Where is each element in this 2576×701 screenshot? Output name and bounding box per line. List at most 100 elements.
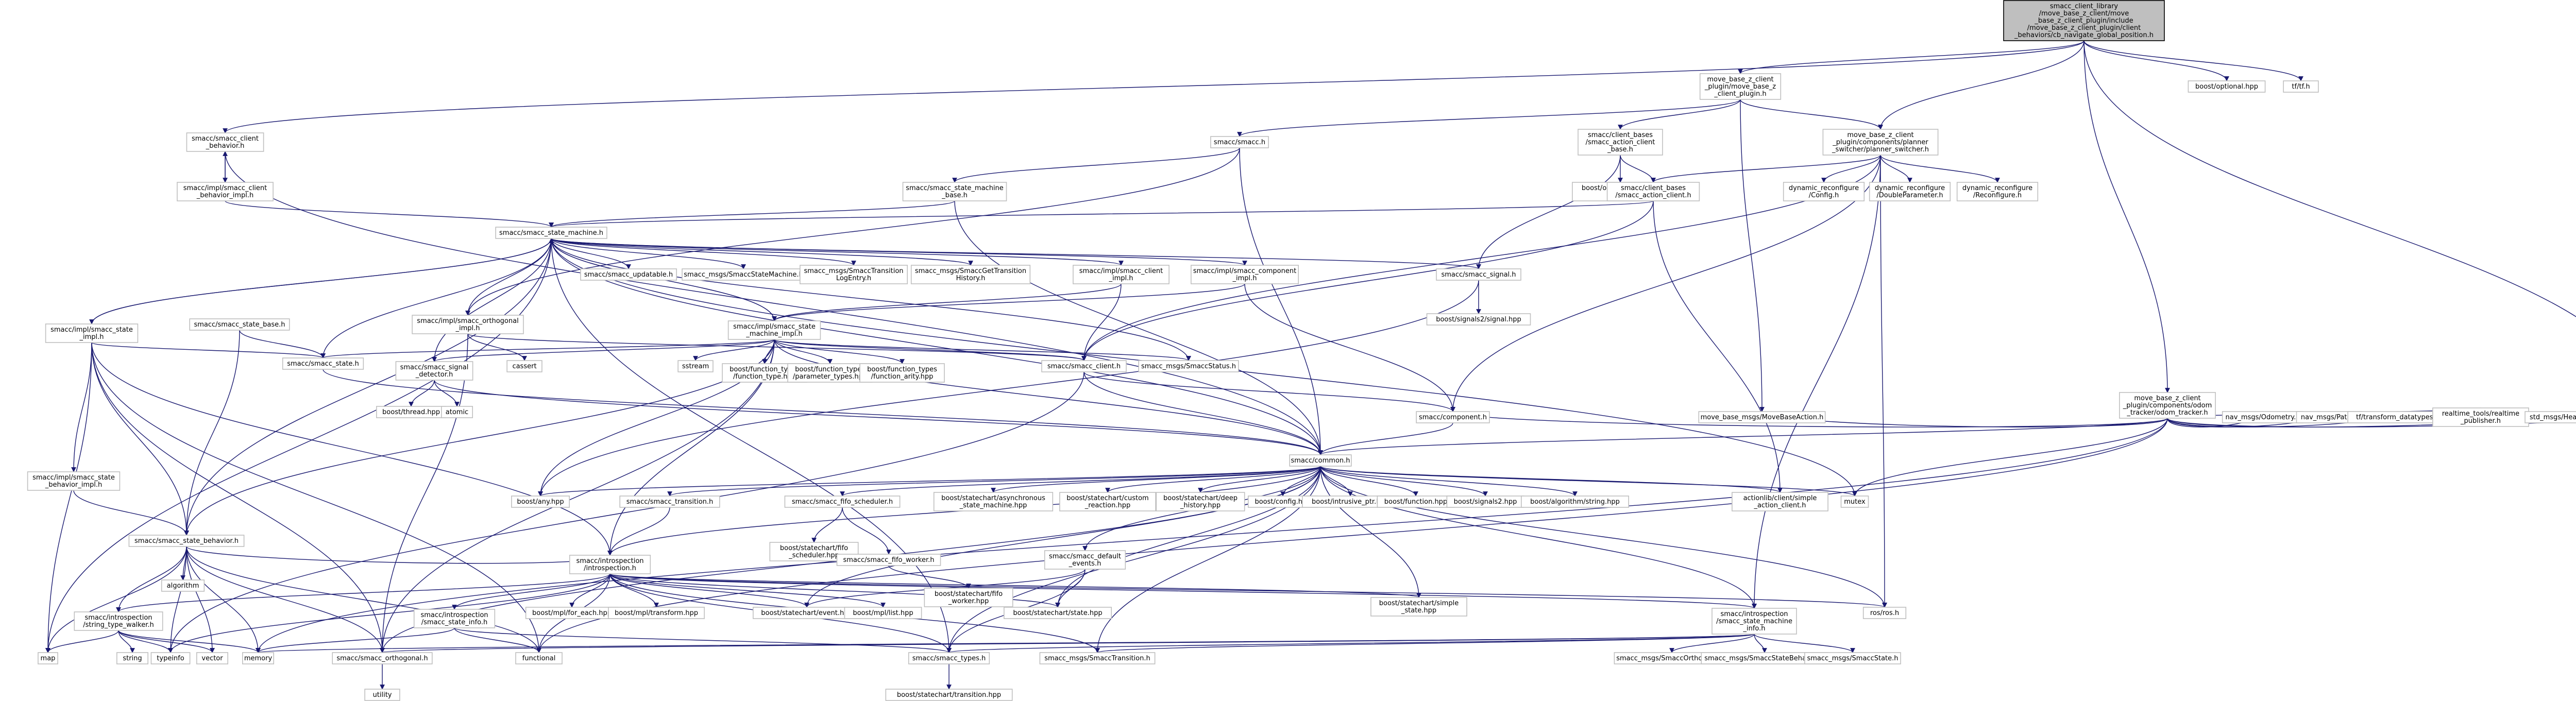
dependency-edges (45, 40, 2576, 690)
node-smacc_h[interactable]: smacc/smacc.h (1210, 136, 1269, 148)
node-client_behavior_impl[interactable]: smacc/impl/smacc_client_behavior_impl.h (177, 182, 274, 201)
node-std_header[interactable]: std_msgs/Header.h (2524, 411, 2576, 423)
node-map[interactable]: map (38, 652, 58, 664)
node-vector[interactable]: vector (196, 652, 228, 664)
node-string[interactable]: string (116, 652, 149, 664)
node-label-line: /function_type.hpp (733, 373, 796, 381)
node-mutex[interactable]: mutex (1840, 495, 1869, 508)
node-mpl_for_each[interactable]: boost/mpl/for_each.hpp (525, 607, 619, 619)
node-functional[interactable]: functional (515, 652, 563, 664)
edge-sm_impl-to-msgs_status (774, 339, 1191, 361)
node-async_sm[interactable]: boost/statechart/asynchronous_state_mach… (933, 492, 1054, 511)
node-state_impl[interactable]: smacc/impl/smacc_state_impl.h (45, 323, 139, 343)
node-simple_action_client[interactable]: actionlib/client/simple_action_client.h (1732, 492, 1828, 511)
node-signals2_signal[interactable]: boost/signals2/signal.hpp (1426, 313, 1531, 326)
node-algorithm[interactable]: algorithm (161, 579, 205, 592)
node-tf[interactable]: tf/tf.h (2283, 80, 2319, 93)
node-ft_param[interactable]: boost/function_types/parameter_types.hpp (787, 363, 873, 383)
node-smacc_state_h[interactable]: smacc/smacc_state.h (282, 357, 364, 370)
node-action_client_h[interactable]: smacc/client_bases/smacc_action_client.h (1606, 182, 1700, 201)
node-mpl_list[interactable]: boost/mpl/list.hpp (844, 607, 922, 619)
node-smacc_client_behavior[interactable]: smacc/smacc_client_behavior.h (186, 132, 264, 152)
node-memory[interactable]: memory (242, 652, 274, 664)
node-smacc_types[interactable]: smacc/smacc_types.h (908, 652, 990, 664)
node-label-line: smacc/smacc_fifo_scheduler.h (792, 498, 893, 506)
node-boost_any[interactable]: boost/any.hpp (511, 495, 570, 508)
node-atomic[interactable]: atomic (440, 406, 473, 418)
node-smacc_transition[interactable]: smacc/smacc_transition.h (619, 495, 720, 508)
node-algo_string[interactable]: boost/algorithm/string.hpp (1521, 495, 1630, 508)
node-sc_simple_state[interactable]: boost/statechart/simple_state.hpp (1370, 597, 1467, 617)
node-state_machine_base[interactable]: smacc/smacc_state_machine_base.h (902, 182, 1007, 201)
node-msgs_status[interactable]: smacc_msgs/SmaccStatus.h (1138, 360, 1239, 372)
node-signal_detector[interactable]: smacc/smacc_signal_detector.h (395, 361, 473, 381)
node-rt_pub[interactable]: realtime_tools/realtime_publisher.h (2432, 407, 2529, 427)
edge-component_h-to-common_h (1318, 422, 1453, 455)
node-boost_signals2[interactable]: boost/signals2.hpp (1446, 495, 1524, 508)
node-sm_info[interactable]: smacc/introspection/smacc_state_machine_… (1711, 608, 1797, 635)
node-boost_function[interactable]: boost/function.hpp (1377, 495, 1455, 508)
node-planner_switcher[interactable]: move_base_z_client_plugin/components/pla… (1822, 129, 1939, 156)
node-mb_action[interactable]: move_base_msgs/MoveBaseAction.h (1698, 411, 1826, 423)
node-state_behavior_h[interactable]: smacc/smacc_state_behavior.h (128, 535, 245, 547)
node-mpl_transform[interactable]: boost/mpl/transform.hpp (608, 607, 705, 619)
node-nav_path[interactable]: nav_msgs/Path.h (2296, 411, 2363, 423)
node-string_type_walker[interactable]: smacc/introspection/string_type_walker.h (74, 611, 163, 631)
node-label-line: smacc/introspection (576, 557, 643, 565)
node-msgs_transition[interactable]: smacc_msgs/SmaccTransition.h (1039, 652, 1156, 664)
node-smacc_client_bases[interactable]: smacc/client_bases/smacc_action_client_b… (1578, 129, 1663, 156)
node-state_base[interactable]: smacc/smacc_state_base.h (189, 318, 290, 331)
node-mbzc[interactable]: move_base_z_client_plugin/move_base_z_cl… (1699, 73, 1782, 100)
node-orthogonal_h[interactable]: smacc/smacc_orthogonal.h (332, 652, 433, 664)
node-msgs_state[interactable]: smacc_msgs/SmaccState.h (1804, 652, 1901, 664)
node-label-line: smacc/smacc_state_behavior.h (134, 537, 239, 545)
node-msgs_state_behavior[interactable]: smacc_msgs/SmaccStateBehavior.h (1701, 652, 1828, 664)
node-cassert[interactable]: cassert (506, 360, 543, 372)
node-smacc_updatable[interactable]: smacc/smacc_updatable.h (580, 268, 677, 281)
edge-state_machine_h-to-msgs_gettrans (551, 238, 973, 266)
node-intro_state_info[interactable]: smacc/introspection/smacc_state_info.h (413, 609, 496, 628)
node-dyn_config[interactable]: dynamic_reconfigure/Config.h (1783, 182, 1865, 201)
node-smacc_signal[interactable]: smacc/smacc_signal.h (1436, 268, 1521, 281)
node-sc_state[interactable]: boost/statechart/state.hpp (1004, 607, 1112, 619)
node-sm_impl[interactable]: smacc/impl/smacc_state_machine_impl.h (727, 320, 821, 340)
node-msgs_orthogonal[interactable]: smacc_msgs/SmaccOrthogonal.h (1614, 652, 1730, 664)
node-boost_thread[interactable]: boost/thread.hpp (376, 406, 446, 418)
node-component_h[interactable]: smacc/component.h (1416, 411, 1490, 423)
node-msgs_sm[interactable]: smacc_msgs/SmaccStateMachine.h (682, 268, 805, 281)
node-custom_reaction[interactable]: boost/statechart/custom_reaction.hpp (1059, 492, 1156, 511)
node-label-line: smacc_msgs/SmaccState.h (1807, 655, 1899, 662)
node-label-line: smacc/impl/smacc_state (50, 326, 133, 334)
node-root[interactable]: smacc_client_library/move_base_z_client/… (2003, 0, 2165, 41)
node-orthogonal_impl[interactable]: smacc/impl/smacc_orthogonal_impl.h (412, 315, 524, 334)
node-component_impl[interactable]: smacc/impl/smacc_component_impl.h (1191, 265, 1299, 284)
node-introspection[interactable]: smacc/introspection/introspection.h (569, 555, 651, 574)
node-odom_tracker[interactable]: move_base_z_client_plugin/components/odo… (2119, 392, 2216, 419)
node-client_impl[interactable]: smacc/impl/smacc_client_impl.h (1073, 265, 1170, 284)
node-common_h[interactable]: smacc/common.h (1289, 454, 1352, 467)
node-boost_optional[interactable]: boost/optional.hpp (2188, 80, 2266, 93)
node-smacc_client_h[interactable]: smacc/smacc_client.h (1041, 360, 1127, 372)
node-ft_arity[interactable]: boost/function_types/function_arity.hpp (859, 363, 945, 383)
node-ft_type[interactable]: boost/function_types/function_type.hpp (722, 363, 807, 383)
node-utility[interactable]: utility (364, 689, 400, 701)
node-roscpp[interactable]: ros/ros.h (1862, 607, 1907, 619)
node-boost_config[interactable]: boost/config.hpp (1248, 495, 1318, 508)
node-sm_impl_state_sub[interactable]: smacc/impl/smacc_state_behavior_impl.h (27, 471, 121, 491)
node-fifo_worker_hpp[interactable]: boost/statechart/fifo_worker.hpp (924, 588, 1013, 607)
node-fifo_sched[interactable]: smacc/smacc_fifo_scheduler.h (784, 495, 901, 508)
node-state_machine_h[interactable]: smacc/smacc_state_machine.h (495, 227, 607, 239)
node-box (1862, 607, 1907, 619)
node-sstream[interactable]: sstream (677, 360, 714, 372)
node-dyn_reconf[interactable]: dynamic_reconfigure/Reconfigure.h (1956, 182, 2039, 201)
node-sc_transition[interactable]: boost/statechart/transition.hpp (885, 689, 1013, 701)
node-typeinfo[interactable]: typeinfo (150, 652, 191, 664)
node-fifo_worker_h[interactable]: smacc/smacc_fifo_worker.h (836, 554, 941, 566)
node-sc_event[interactable]: boost/statechart/event.hpp (753, 607, 861, 619)
node-dyn_double[interactable]: dynamic_reconfigure/DoubleParameter.h (1869, 182, 1951, 201)
node-nav_odom[interactable]: nav_msgs/Odometry.h (2222, 411, 2304, 423)
node-deep_history[interactable]: boost/statechart/deep_history.hpp (1156, 492, 1245, 511)
node-default_events[interactable]: smacc/smacc_default_events.h (1044, 550, 1126, 570)
